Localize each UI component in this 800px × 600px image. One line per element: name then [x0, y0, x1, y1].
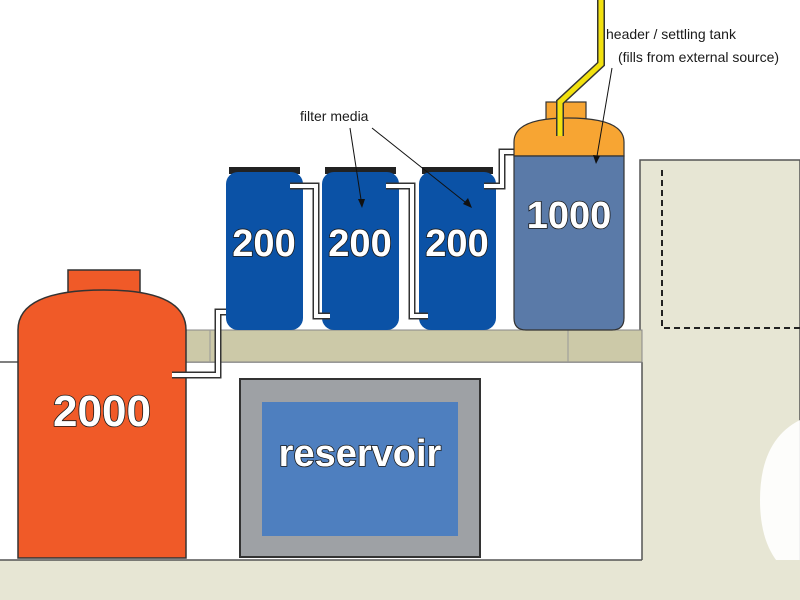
- header-tank-cap: [545, 101, 587, 121]
- large-tank-body: [17, 289, 187, 559]
- filter-media-pointer-2: [371, 127, 471, 207]
- header-tank-water: [513, 155, 625, 331]
- filter-tank-3-label: 200: [425, 223, 488, 265]
- dashed-boundary: [661, 170, 800, 329]
- filter-tank-1-lid: [229, 167, 300, 174]
- filter-media-arrow-2: [463, 198, 472, 208]
- ground-curve: [760, 420, 800, 580]
- header-tank-label: 1000: [527, 195, 612, 237]
- header-tank-top: [513, 117, 625, 157]
- filter-tank-1-label: 200: [232, 223, 295, 265]
- large-tank-label: 2000: [53, 387, 151, 436]
- shelf: [185, 329, 643, 363]
- filter-tank-1-body: [226, 172, 303, 330]
- header-tank-arrow: [593, 155, 600, 164]
- filter-tank-3-lid: [422, 167, 493, 174]
- header-tank-annotation-line2: (fills from external source): [618, 49, 779, 65]
- filter-media-pointer-1: [349, 127, 363, 207]
- reservoir-water: [262, 402, 458, 536]
- reservoir-label: reservoir: [279, 433, 442, 475]
- filter-tank-2-lid: [325, 167, 396, 174]
- filter-media-arrow-1: [358, 199, 365, 208]
- filter-tank-2-body: [322, 172, 399, 330]
- header-tank-annotation-line1: header / settling tank: [606, 26, 737, 42]
- filter-media-label: filter media: [300, 108, 369, 124]
- header-tank-pointer: [595, 67, 613, 163]
- filter-tank-2-label: 200: [328, 223, 391, 265]
- ground-floor: [0, 560, 800, 600]
- filter-tank-3-body: [419, 172, 496, 330]
